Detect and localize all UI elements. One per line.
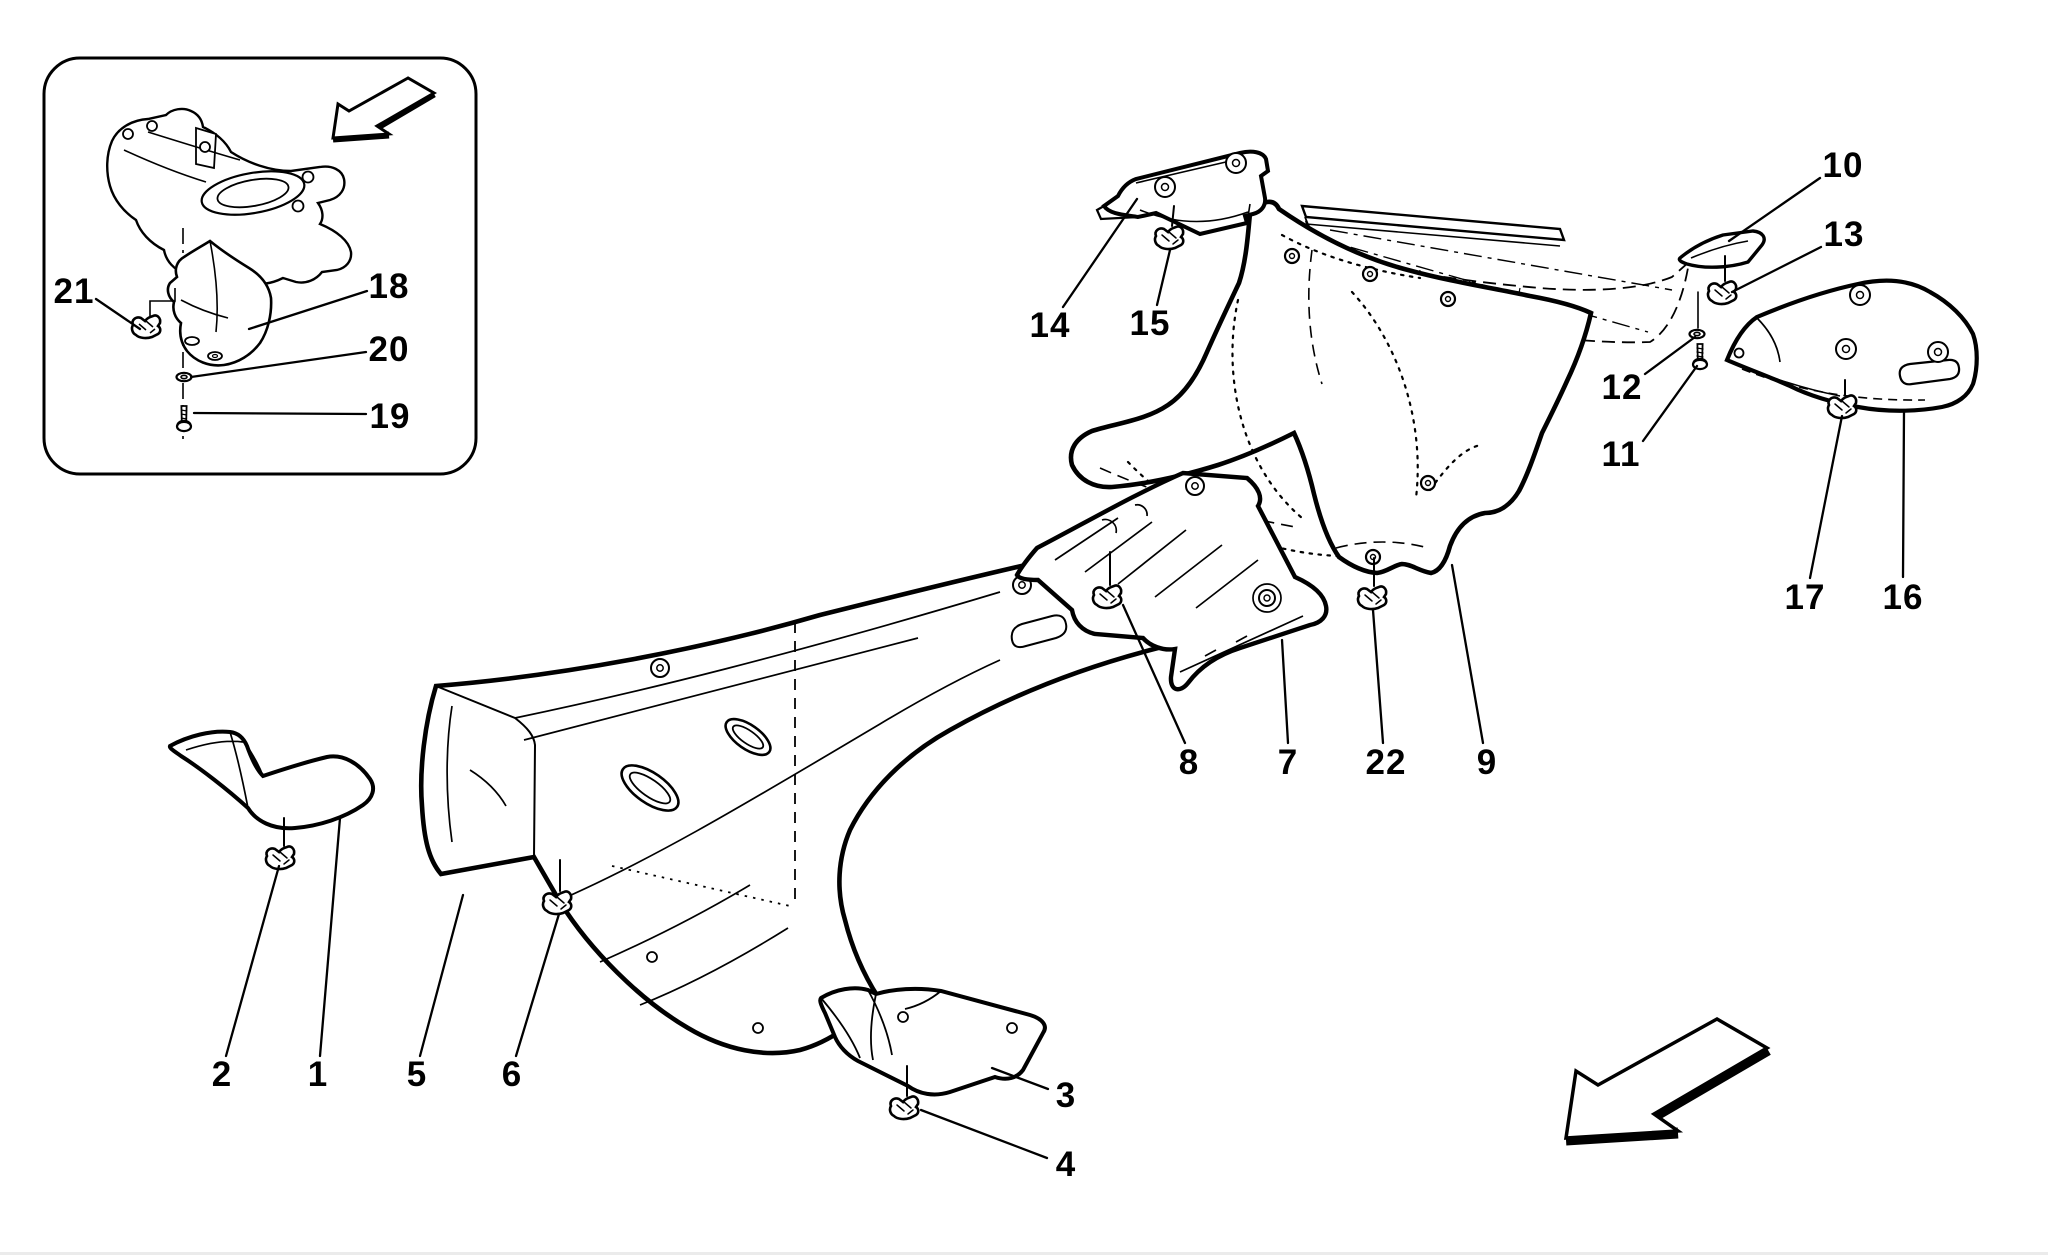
part-1-small-heat-shield-drawing <box>167 729 376 831</box>
leader-line-2 <box>224 864 281 1058</box>
leader-line-18 <box>247 289 369 331</box>
tunnel-exhaust-opening <box>724 717 772 757</box>
leader-line-1 <box>318 816 342 1058</box>
main-direction-arrow-icon <box>1563 1016 1771 1146</box>
part-16-side-heat-shield-drawing <box>1724 278 1979 413</box>
part-18-shield-bracket-drawing <box>166 228 273 440</box>
leader-line-4 <box>919 1108 1049 1160</box>
engine-mount-bracket-drawing <box>106 107 353 297</box>
part-9-rear-heat-shield-drawing <box>1068 199 1594 576</box>
fastener-clips-and-screws <box>264 205 1858 1121</box>
leader-line-14 <box>1061 197 1139 309</box>
part-17-clip-icon <box>1826 394 1858 420</box>
leader-line-20 <box>189 350 368 379</box>
part-7-central-heat-shield-drawing <box>1010 470 1329 692</box>
part-4-clip-icon <box>888 1095 920 1121</box>
clip-21-step-line <box>149 288 176 316</box>
part-2-clip-icon <box>264 845 296 871</box>
inset-detail-box <box>42 56 478 476</box>
part-10-bracket-flap-drawing <box>1677 229 1766 269</box>
part-20-washer-icon <box>175 371 193 383</box>
leader-line-16 <box>1901 408 1906 579</box>
leader-line-21 <box>94 297 142 331</box>
part-22-clip-icon <box>1356 585 1388 611</box>
leader-line-19 <box>192 411 368 416</box>
leader-line-12 <box>1643 335 1697 376</box>
leader-line-17 <box>1808 414 1844 580</box>
part-12-washer-icon <box>1688 328 1706 340</box>
part-3-folded-heat-shield-drawing <box>818 986 1047 1097</box>
leader-line-8 <box>1121 603 1187 745</box>
part-14-upper-heat-shield-drawing <box>1095 149 1271 237</box>
leader-line-3 <box>990 1066 1050 1091</box>
part-6-clip-icon <box>541 890 573 916</box>
part-8-clip-icon <box>1091 584 1123 610</box>
leader-line-6 <box>514 912 561 1058</box>
callout-leader-lines <box>94 176 1906 1160</box>
page-bottom-edge <box>0 1252 2048 1255</box>
part-11-screw-icon <box>1691 342 1709 371</box>
part-15-clip-icon <box>1153 225 1185 251</box>
leader-line-15 <box>1155 248 1172 307</box>
inset-direction-arrow-icon <box>331 76 437 143</box>
leader-line-22 <box>1371 608 1385 745</box>
leader-line-7 <box>1280 638 1290 745</box>
leader-line-13 <box>1730 245 1823 294</box>
leader-line-11 <box>1641 364 1699 443</box>
tunnel-exhaust-opening <box>620 764 680 812</box>
leader-line-5 <box>418 893 465 1058</box>
leader-line-10 <box>1727 176 1822 243</box>
leader-line-9 <box>1450 563 1485 745</box>
